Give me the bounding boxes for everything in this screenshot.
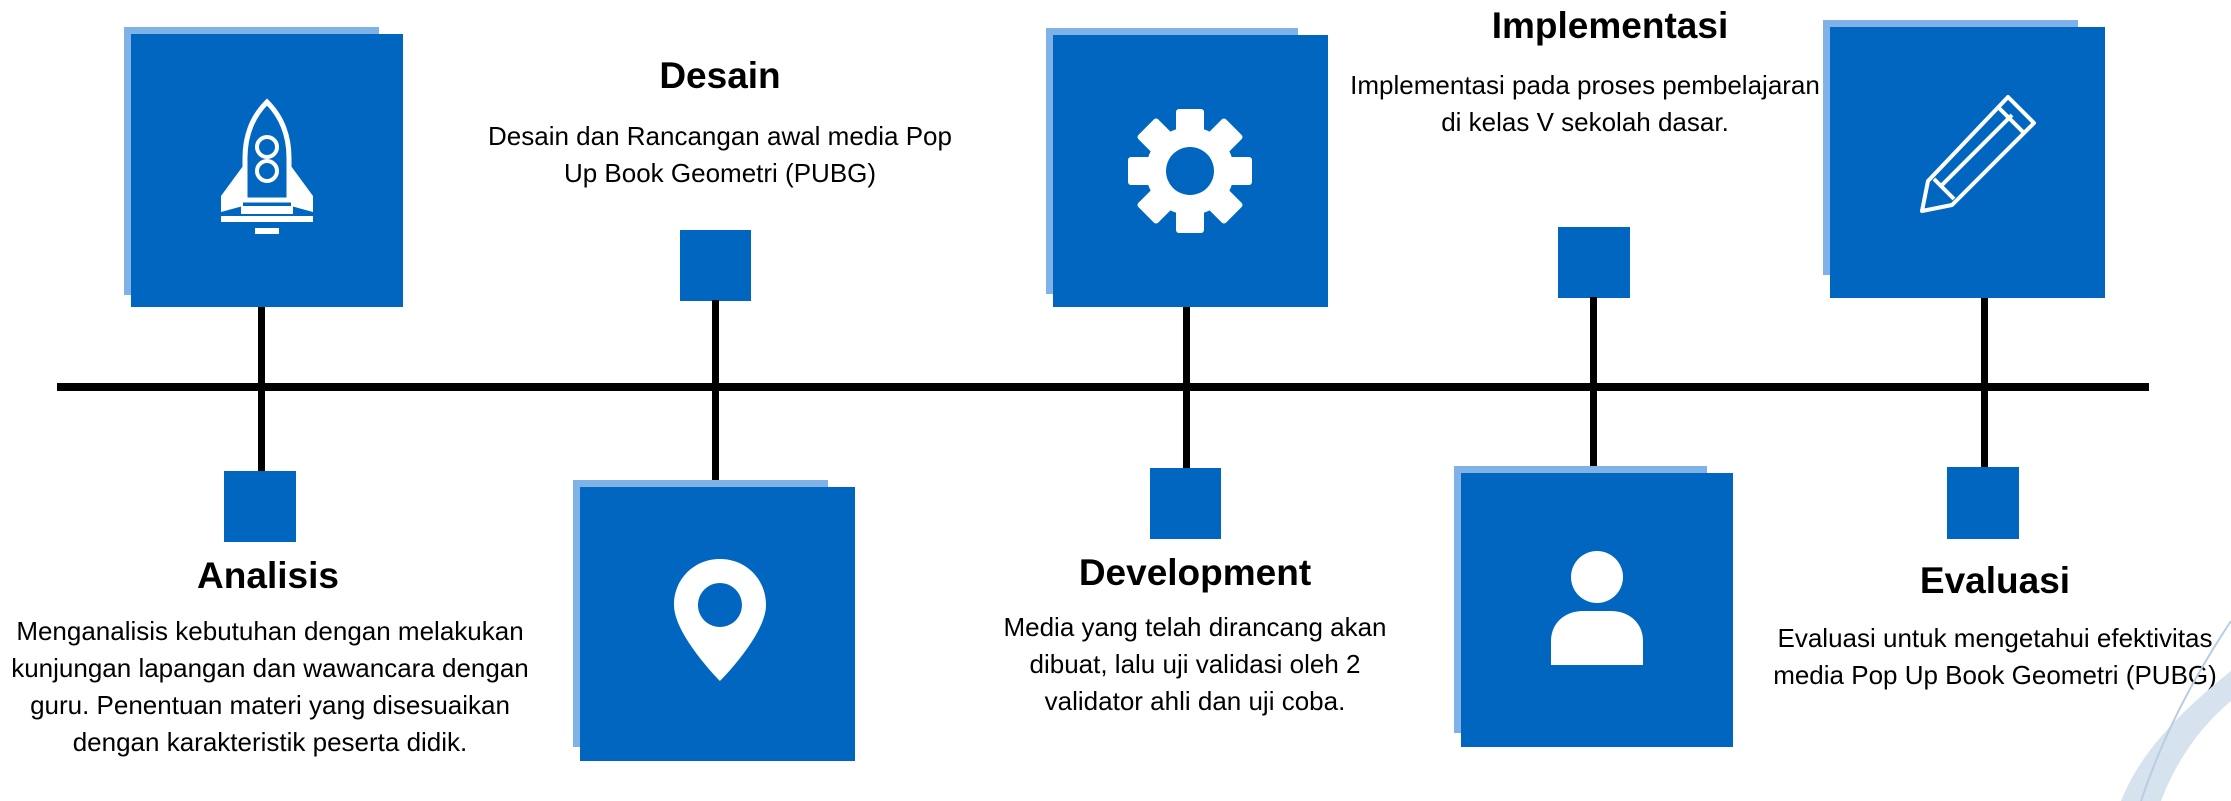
connector-line xyxy=(1981,298,1988,468)
map-pin-icon xyxy=(674,559,766,681)
icon-card xyxy=(131,34,403,307)
stage-description: Implementasi pada proses pembelajaran di… xyxy=(1350,70,1820,137)
user-icon xyxy=(1551,551,1643,665)
stage-description: Evaluasi untuk mengetahui efektivitas me… xyxy=(1773,623,2217,690)
timeline-node xyxy=(1947,467,2019,539)
icon-card xyxy=(580,487,855,761)
gear-icon xyxy=(1128,109,1252,233)
stage-description: Media yang telah dirancang akan dibuat, … xyxy=(1003,612,1387,716)
stage-description: Desain dan Rancangan awal media Pop Up B… xyxy=(488,121,952,188)
icon-card xyxy=(1461,473,1733,747)
connector-line xyxy=(1590,297,1597,467)
icon-card xyxy=(1053,35,1328,307)
icon-card xyxy=(1830,27,2105,298)
timeline-node xyxy=(1150,468,1221,539)
timeline-node xyxy=(680,230,751,301)
stage-title: Development xyxy=(1078,552,1312,593)
timeline-node xyxy=(224,471,296,542)
connector-line xyxy=(712,300,719,480)
pencil-icon xyxy=(1920,95,2036,213)
stage-title: Analisis xyxy=(197,555,339,596)
timeline-axis xyxy=(57,383,2149,391)
stage-title: Desain xyxy=(659,55,781,96)
rocket-icon xyxy=(221,98,313,234)
connector-line xyxy=(1183,307,1190,469)
stage-title: Evaluasi xyxy=(1919,560,2071,601)
timeline-node xyxy=(1558,227,1630,298)
stage-title: Implementasi xyxy=(1491,5,1729,46)
connector-line xyxy=(258,307,265,472)
stage-description: Menganalisis kebutuhan dengan melakukan … xyxy=(11,616,529,757)
decorative-swoosh xyxy=(2121,620,2231,801)
